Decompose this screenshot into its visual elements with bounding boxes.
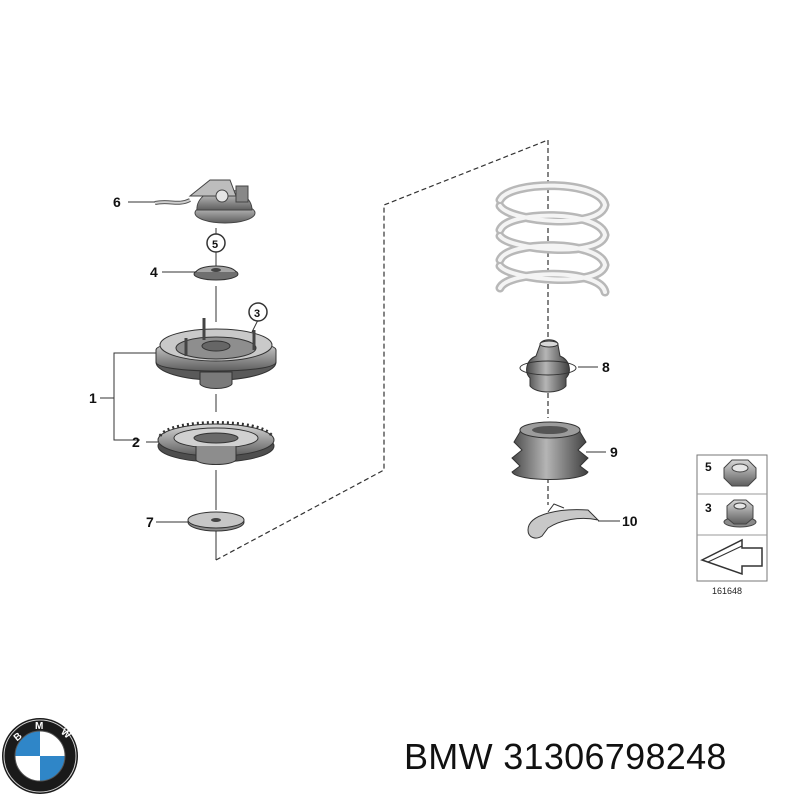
part-7-flat-washer (187, 511, 245, 532)
part-4-washer (193, 265, 239, 281)
logo-letter-m: M (35, 721, 43, 732)
callout-4: 4 (150, 264, 158, 280)
part-8-bump-stop (519, 339, 577, 393)
legend-label-5: 5 (705, 460, 712, 474)
part-9-dust-boot (511, 421, 589, 480)
part-caption: BMW 31306798248 (404, 736, 727, 778)
diagram-reference-number: 161648 (712, 586, 742, 596)
callout-5: 5 (212, 239, 218, 251)
callout-8: 8 (602, 359, 610, 375)
part-2-toothed-ring (157, 421, 275, 465)
callout-3: 3 (254, 308, 260, 320)
leader-lines (100, 201, 620, 523)
callout-1: 1 (89, 390, 97, 406)
part-1-strut-mount (155, 318, 277, 389)
callout-9: 9 (610, 444, 618, 460)
callout-3-circle (248, 302, 268, 322)
legend-label-3: 3 (705, 501, 712, 515)
brand-name: BMW (404, 736, 493, 777)
callout-6: 6 (113, 194, 121, 210)
part-number: 31306798248 (503, 736, 727, 777)
part-10-spring-pad (527, 503, 600, 539)
callout-7: 7 (146, 514, 154, 530)
part-6-sensor (154, 179, 256, 224)
flange-nut-icon (723, 499, 757, 528)
dashed-separator-line (215, 139, 549, 561)
direction-arrow-icon (700, 538, 763, 576)
bmw-logo: B M W (2, 718, 78, 794)
callout-5-circle (206, 233, 226, 253)
callout-10: 10 (622, 513, 638, 529)
callout-2: 2 (132, 434, 140, 450)
nut-icon (723, 459, 757, 487)
coil-spring-highlight (498, 183, 608, 294)
